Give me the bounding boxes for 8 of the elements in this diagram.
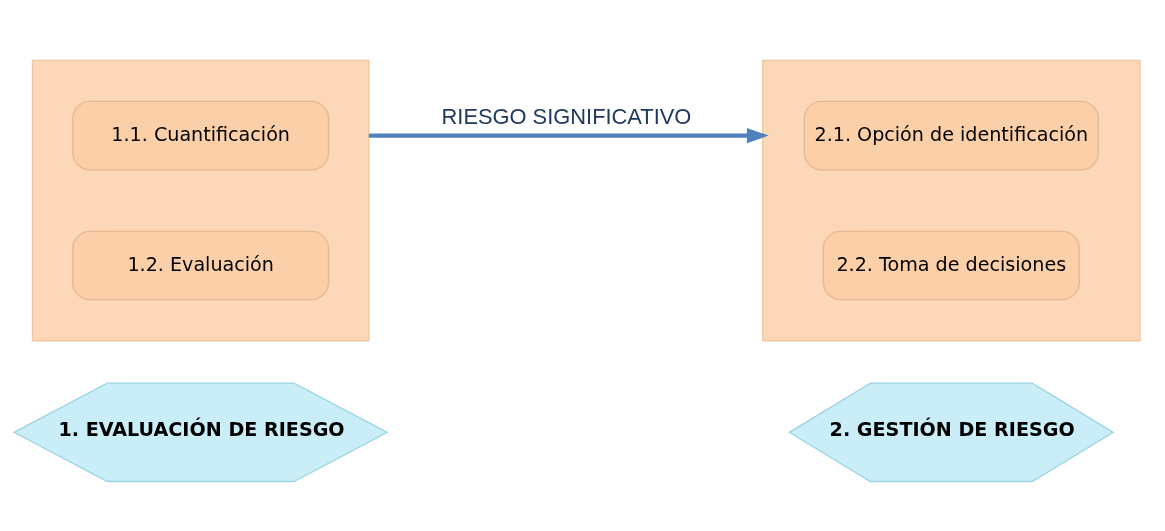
node-box: 2.2. Toma de decisiones: [822, 230, 1080, 301]
cluster: [31, 59, 370, 342]
node-box: 2.1. Opción de identificación: [803, 100, 1099, 171]
arrow: [368, 127, 769, 144]
cluster: [761, 59, 1141, 342]
node-box: 1.1. Cuantificación: [72, 100, 330, 171]
node-box: 1.2. Evaluación: [72, 230, 330, 301]
edge-label: RIESGO SIGNIFICATIVO: [441, 104, 692, 130]
